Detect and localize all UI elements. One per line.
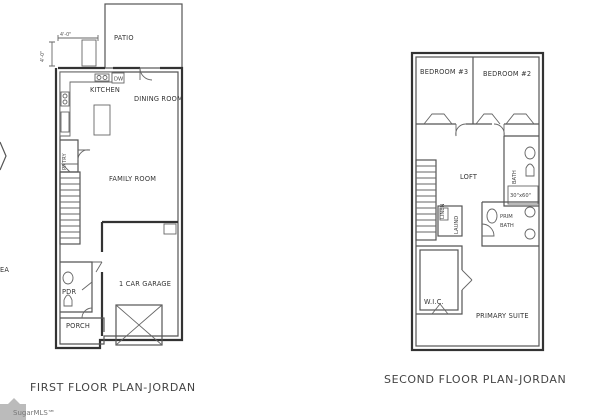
adjacent-area-label: EA bbox=[0, 266, 9, 274]
patio-door-swing bbox=[139, 67, 153, 81]
second-floor-title: SECOND FLOOR PLAN-JORDAN bbox=[384, 373, 566, 386]
bedroom-walls bbox=[416, 57, 539, 125]
garage-walls bbox=[100, 220, 178, 336]
primary-bath-label-line1: PRIM bbox=[500, 214, 513, 220]
bedroom3-label: BEDROOM #3 bbox=[420, 68, 468, 76]
first-floor-stairs bbox=[59, 163, 81, 245]
primary-bath-toilet bbox=[486, 208, 498, 224]
primary-bath-sink-1 bbox=[524, 206, 536, 218]
kitchen-label: KITCHEN bbox=[90, 86, 120, 94]
range bbox=[60, 91, 70, 107]
bedroom2-label: BEDROOM #2 bbox=[483, 70, 531, 78]
second-floor-stairs bbox=[415, 159, 437, 241]
dishwasher bbox=[111, 72, 125, 84]
water-heater bbox=[163, 223, 177, 235]
porch-label: PORCH bbox=[66, 322, 90, 330]
family-room-label: FAMILY ROOM bbox=[109, 175, 156, 183]
powder-sink bbox=[62, 271, 74, 285]
dimension-b: 4'-0" bbox=[40, 51, 46, 62]
linen-closet bbox=[439, 207, 449, 221]
primary-suite-label: PRIMARY SUITE bbox=[476, 312, 529, 320]
first-floor-exterior bbox=[54, 66, 184, 350]
wic-shelving bbox=[419, 249, 459, 311]
bedroom2-door bbox=[493, 123, 505, 137]
first-floor-interior-line bbox=[59, 71, 179, 345]
dining-room-label: DINING ROOM bbox=[134, 95, 183, 103]
mls-watermark: SugarMLS℠ bbox=[0, 398, 55, 420]
primary-bath-walls bbox=[481, 201, 539, 247]
hall-bath-label: BATH bbox=[512, 170, 518, 184]
hall-bath-tub bbox=[507, 185, 539, 205]
laundry-room bbox=[437, 205, 463, 237]
refrigerator bbox=[60, 111, 70, 133]
loft-label: LOFT bbox=[460, 173, 478, 181]
wic-label: W.I.C. bbox=[424, 298, 444, 306]
first-floor-title: FIRST FLOOR PLAN-JORDAN bbox=[30, 381, 196, 394]
second-floor-plan: 30"x60" LINEN BEDROOM #3 BEDROOM #2 LOFT… bbox=[410, 51, 545, 352]
garage-label: 1 CAR GARAGE bbox=[119, 280, 171, 288]
patio-label: PATIO bbox=[114, 34, 134, 42]
powder-room-walls bbox=[60, 261, 93, 313]
adjacent-unit-fragment: EA bbox=[0, 141, 9, 274]
bedroom2-closet bbox=[475, 113, 501, 125]
powder-toilet bbox=[63, 294, 73, 307]
powder-door bbox=[81, 281, 93, 291]
powder-room-label: PDR bbox=[62, 288, 76, 296]
linen-label: LINEN bbox=[440, 203, 446, 219]
primary-bath-sink-2 bbox=[524, 228, 536, 240]
patio-outline bbox=[104, 3, 183, 69]
kitchen-sink bbox=[94, 73, 110, 82]
garage-entry-door bbox=[92, 261, 103, 273]
hall-bath-sink bbox=[524, 146, 536, 160]
bedroom3-closet bbox=[423, 113, 453, 125]
pantry-door bbox=[77, 149, 91, 161]
stoop-box bbox=[81, 39, 97, 67]
primary-bath-label-line2: BATH bbox=[500, 223, 514, 229]
hall-bath-walls bbox=[503, 135, 539, 207]
pantry-label: PNTRY bbox=[62, 153, 68, 170]
first-floor-plan: 4'-0" 4'-0" DW PNTRY bbox=[40, 3, 184, 350]
porch-walls bbox=[60, 317, 105, 332]
tub-size-label: 30"x60" bbox=[510, 193, 531, 199]
wic-closet-door bbox=[431, 303, 449, 315]
hall-bath-toilet bbox=[525, 163, 535, 177]
kitchen-island bbox=[93, 104, 111, 136]
second-floor-exterior bbox=[410, 51, 545, 352]
garage-door bbox=[115, 304, 163, 346]
watermark-text: SugarMLS℠ bbox=[13, 409, 55, 417]
primary-bath-door bbox=[481, 223, 495, 237]
dimension-a: 4'-0" bbox=[60, 32, 71, 38]
laundry-label: LAUND bbox=[454, 216, 460, 234]
wic-door bbox=[461, 269, 473, 291]
wic-walls bbox=[416, 245, 463, 315]
bedroom3-door bbox=[455, 123, 467, 137]
dishwasher-label: DW bbox=[114, 77, 123, 83]
